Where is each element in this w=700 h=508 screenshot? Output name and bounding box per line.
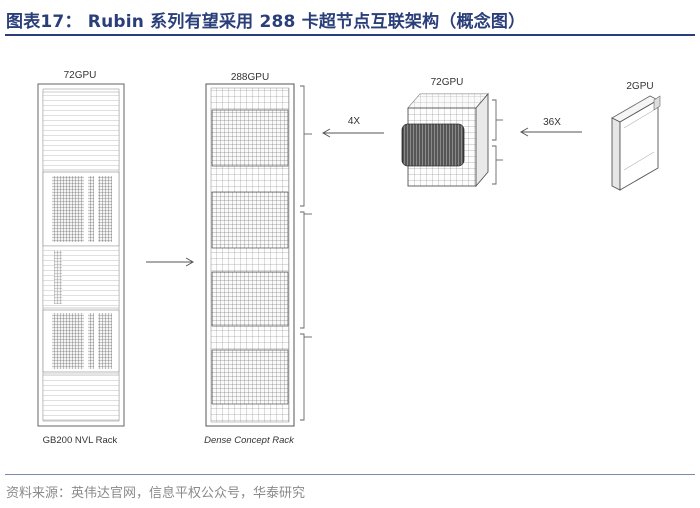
dense-compute-block-2 <box>211 191 289 249</box>
dense-rack-bottom-label: Dense Concept Rack <box>204 435 295 446</box>
gb200-switch-trays <box>42 245 120 309</box>
gb200-lower-shelves <box>42 373 120 421</box>
gb200-upper-shelves <box>42 91 120 171</box>
dense-rack-brackets <box>300 85 312 421</box>
source-divider <box>5 474 695 475</box>
figure-title: 图表17： Rubin 系列有望采用 288 卡超节点互联架构（概念图） <box>6 12 526 32</box>
gb200-compute-trays-upper <box>42 171 120 247</box>
gb200-nvl-rack: 72GPU GB200 NVL Rack <box>37 70 125 446</box>
cube-cable-bundle <box>401 123 465 167</box>
arrow-4x: 4X <box>321 116 384 138</box>
arrow-36x-label: 36X <box>543 117 561 128</box>
gb200-compute-trays-lower <box>42 309 120 373</box>
gpu-cube-72: 72GPU <box>401 77 489 188</box>
arrow-36x: 36X <box>519 117 582 137</box>
dense-compute-block-4 <box>211 349 289 405</box>
title-divider <box>5 34 695 36</box>
gb200-rack-bottom-label: GB200 NVL Rack <box>43 435 118 446</box>
dense-compute-block-1 <box>211 109 289 167</box>
cube-brackets <box>492 99 503 185</box>
gb200-rack-top-label: 72GPU <box>64 70 97 81</box>
cube-72-top-label: 72GPU <box>431 77 464 88</box>
arrow-4x-label: 4X <box>348 116 361 127</box>
source-note: 资料来源：英伟达官网，信息平权公众号，华泰研究 <box>6 486 306 501</box>
dense-concept-rack: 288GPU Dense Concept Rack <box>204 72 295 446</box>
dense-rack-top-label: 288GPU <box>231 72 269 83</box>
gpu-blade-2: 2GPU <box>611 81 661 191</box>
blade-2-top-label: 2GPU <box>626 81 653 92</box>
dense-compute-block-3 <box>211 271 289 327</box>
arrow-rack-to-dense <box>146 257 195 267</box>
